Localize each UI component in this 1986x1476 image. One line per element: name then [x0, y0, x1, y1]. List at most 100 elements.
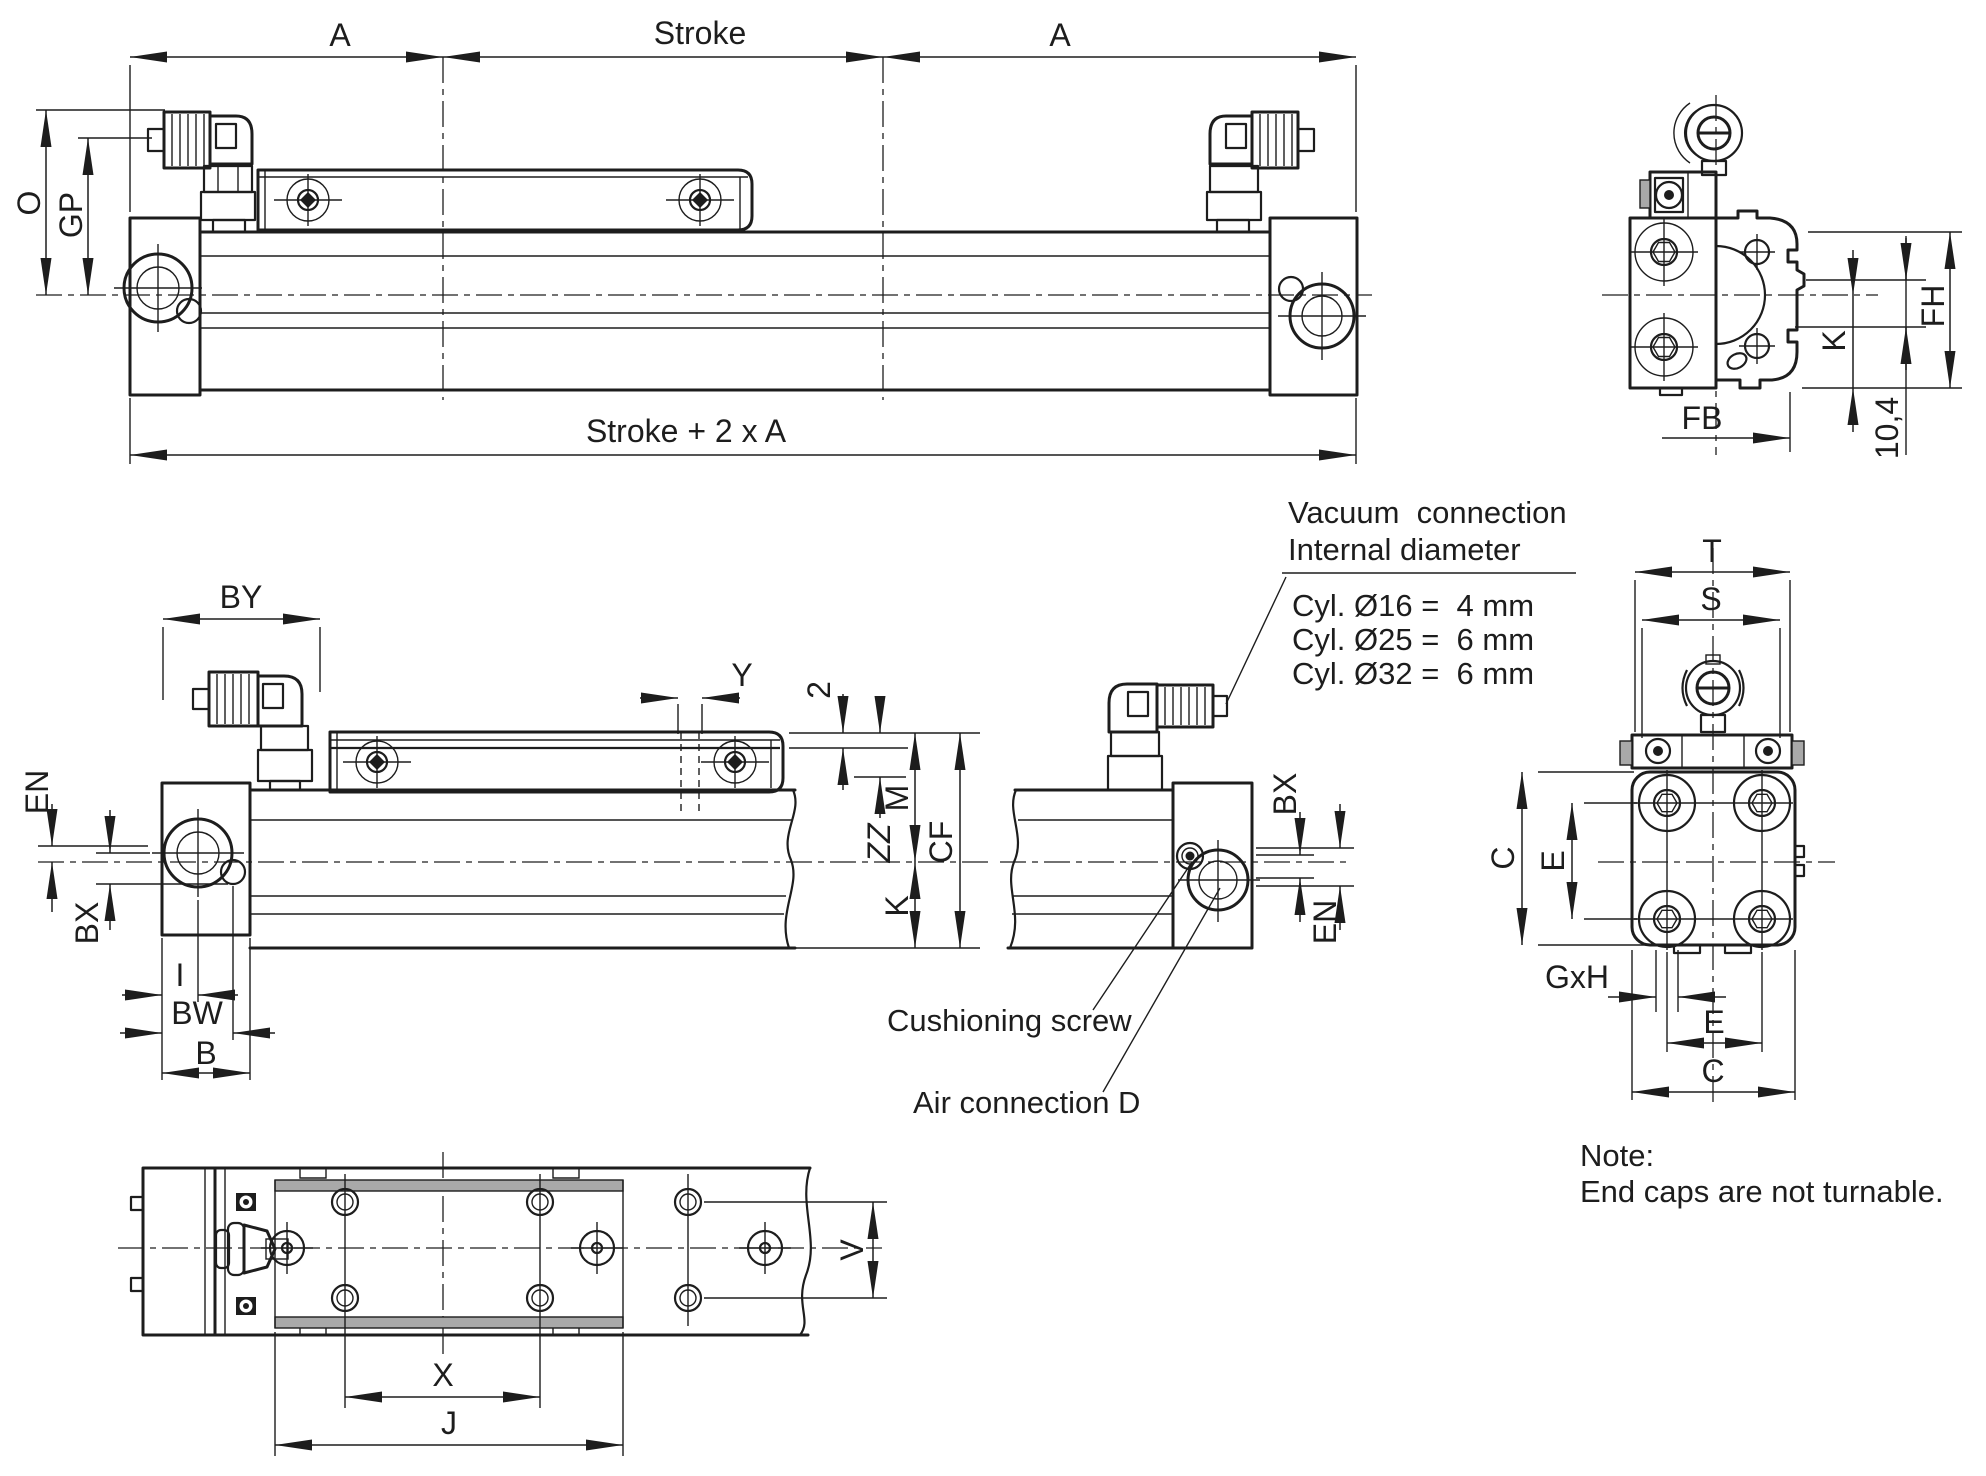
dim-label-fh: FH — [1915, 285, 1951, 328]
vacuum-cyl25-row: Cyl. Ø25 = 6 mm — [1292, 622, 1534, 657]
dim-gxh: GxH — [1545, 950, 1726, 1012]
dim-v: V — [704, 1201, 887, 1299]
dim-label-o: O — [11, 191, 47, 216]
dim-bw: BW — [120, 886, 275, 1040]
view-side-full: A Stroke A Stroke + 2 x A O GP — [11, 15, 1372, 464]
view-end-section: FH K 10,4 FB — [1602, 95, 1962, 459]
view-side-detail-right: BX EN Vacuum connection Internal diamete… — [887, 495, 1576, 1120]
leader-line — [1092, 861, 1193, 1011]
fitting-front — [1681, 654, 1745, 734]
cap-screw — [1732, 889, 1792, 949]
dim-label-a-left: A — [329, 17, 351, 53]
air-fitting-left — [146, 110, 257, 234]
dim-label-c-left: C — [1485, 846, 1521, 869]
dim-2: 2 — [801, 681, 849, 790]
view-side-detail-left: BY EN BX I BW — [19, 579, 988, 1080]
dim-label-c-bottom: C — [1701, 1053, 1724, 1089]
dim-i: I — [122, 900, 238, 1080]
fitting-end-on — [1673, 102, 1744, 177]
cylinder-tube — [198, 230, 1272, 392]
mounting-bracket — [1619, 733, 1805, 770]
mounting-screw — [525, 1283, 555, 1313]
mounting-screw — [330, 1283, 360, 1313]
elbow-fitting — [208, 114, 254, 166]
dim-label-zz: ZZ — [861, 822, 897, 864]
cushioning-screw-label: Cushioning screw — [887, 1003, 1132, 1038]
dim-o: O — [11, 109, 165, 295]
dim-j: J — [274, 1332, 624, 1456]
air-fitting-left — [191, 670, 314, 792]
break-line — [784, 789, 797, 949]
left-end-cap — [114, 216, 203, 397]
cap-screw — [1637, 773, 1697, 833]
dim-label-e-left: E — [1535, 850, 1571, 871]
end-cap-front — [1630, 770, 1806, 955]
dim-e-bottom: E — [1666, 952, 1763, 1052]
dim-s: S — [1641, 581, 1781, 738]
dim-label-bx-right: BX — [1267, 773, 1303, 816]
break-line — [1008, 789, 1019, 949]
mounting-screw — [673, 1283, 703, 1313]
dim-label-bw: BW — [171, 995, 223, 1031]
slide-plate — [328, 730, 785, 812]
cylinder-bore — [1715, 244, 1767, 346]
air-connection-label: Air connection D — [913, 1085, 1140, 1120]
right-end-cap — [1268, 216, 1366, 397]
elbow-fitting — [256, 674, 304, 728]
mounting-bracket — [1639, 170, 1718, 220]
vacuum-cyl16-row: Cyl. Ø16 = 4 mm — [1292, 588, 1534, 623]
center-hole — [261, 1222, 313, 1274]
slide-plate — [256, 168, 754, 232]
plate-screw — [701, 736, 769, 788]
dim-label-en-right: EN — [1307, 900, 1343, 944]
dim-label-m: M — [879, 785, 915, 812]
dim-label-j: J — [441, 1405, 457, 1441]
dim-gp: GP — [53, 137, 152, 295]
plate-edge-band — [274, 1179, 624, 1192]
dim-label-gxh: GxH — [1545, 959, 1609, 995]
vacuum-note-line1: Vacuum connection — [1288, 495, 1567, 530]
knurled-nut — [1250, 110, 1300, 170]
dim-label-2: 2 — [801, 681, 837, 699]
dim-k-side: K — [879, 862, 921, 948]
view-end-front: T S C E GxH — [1485, 533, 1944, 1209]
fitting-nipple — [1296, 127, 1316, 153]
break-line — [799, 1167, 812, 1336]
dim-label-y: Y — [731, 657, 752, 693]
cap-screw — [1637, 889, 1697, 949]
air-fitting-right — [1205, 110, 1316, 234]
dim-label-stroke: Stroke — [654, 15, 746, 51]
note-title: Note: — [1580, 1138, 1654, 1173]
mounting-screw — [330, 1187, 360, 1217]
annotation-cushioning: Cushioning screw — [887, 861, 1193, 1038]
dim-zz: ZZ — [789, 696, 980, 864]
cap-screw — [1630, 218, 1698, 286]
vacuum-note-line2: Internal diameter — [1288, 532, 1521, 567]
cushioning-screw-hole — [219, 858, 247, 886]
cylinder-tube — [248, 788, 797, 950]
dim-label-offset: 10,4 — [1869, 397, 1905, 459]
cylinder-tube — [1006, 788, 1175, 950]
vacuum-nipple — [1211, 694, 1229, 718]
sensor-rail-nub — [1793, 844, 1806, 859]
dim-label-k-side: K — [879, 895, 915, 916]
plate-edge-band — [274, 1316, 624, 1329]
note-block: Note: End caps are not turnable. — [1580, 1138, 1944, 1209]
leader-line — [1225, 576, 1287, 705]
leader-line — [1102, 887, 1221, 1093]
elbow-fitting — [1107, 682, 1159, 734]
fitting-nipple — [146, 127, 166, 153]
plate-screw — [274, 174, 342, 226]
left-end-cap-bottom — [129, 1166, 289, 1337]
knurled-nut — [162, 110, 212, 170]
cushioning-screw-hole — [175, 297, 203, 325]
dim-x: X — [344, 1326, 541, 1408]
dim-c-bottom: C — [1631, 950, 1796, 1100]
plate-screw — [343, 736, 411, 788]
cap-screw — [1732, 773, 1792, 833]
annotation-vacuum: Vacuum connection Internal diameter Cyl.… — [1225, 495, 1576, 705]
dim-y: Y — [640, 657, 753, 734]
dim-label-i: I — [176, 957, 185, 993]
